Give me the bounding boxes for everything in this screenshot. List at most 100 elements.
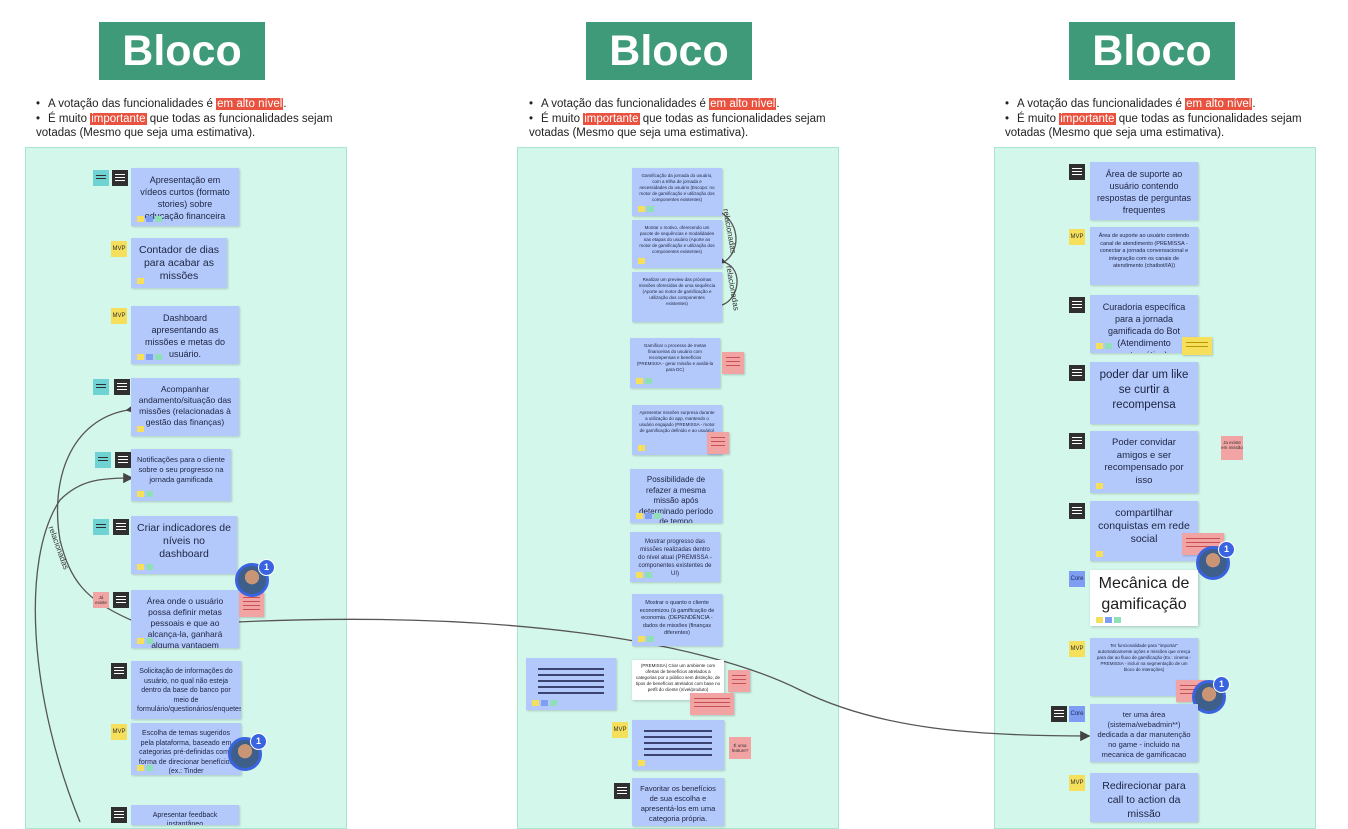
note-text: Gamificação da jornada do usuário, com a… [639,173,715,202]
sticky-note[interactable]: Curadoria específica para a jornada gami… [1090,295,1198,353]
instruction-line: A votação das funcionalidades é em alto … [529,97,829,112]
sticky-note[interactable]: Solicitação de informações do usuário, n… [131,661,241,719]
list-tag [1069,164,1085,180]
note-text: Realizar um preview das próximas missões… [638,277,716,306]
vote-dots [638,760,645,766]
note-text: Área de suporte ao usuário contendo resp… [1096,169,1192,215]
instruction-text: . [283,98,287,110]
vote-dots [638,445,645,451]
comment-sticky[interactable] [728,670,750,692]
instruction-text: A votação das funcionalidades é [1017,98,1186,110]
sticky-note[interactable]: Poder convidar amigos e ser recompensado… [1090,431,1198,493]
sticky-note[interactable]: Gamificar o processo de metas financeira… [630,338,720,388]
bloco-01-title: Bloco 01 [99,22,265,133]
vote-dots [638,206,654,212]
instruction-text: É muito [1017,112,1060,125]
feature-question-tag: É uma feature? [729,737,751,759]
comment-sticky[interactable] [722,352,744,374]
list-tag [113,519,129,535]
comment-sticky[interactable] [1182,337,1212,355]
mvp-tag: MVP [111,724,127,740]
mvp-tag: MVP [111,241,127,257]
comment-count-badge: 1 [1218,541,1235,558]
list-tag [1069,503,1085,519]
core-tag: Core [1069,571,1085,587]
sticky-note[interactable]: Montar o motivo, oferecendo um pacote de… [632,220,722,268]
instruction-line: É muito importante que todas as funciona… [36,112,336,127]
instruction-line: É muito importante que todas as funciona… [529,112,829,127]
list-tag [614,783,630,799]
sticky-note[interactable]: Contador de dias para acabar as missões [131,238,227,288]
note-text: Notificações para o cliente sobre o seu … [137,455,225,484]
highlight-text: importante [90,112,147,125]
vote-dots [137,491,153,497]
list-tag [93,379,109,395]
list-tag [115,452,131,468]
mvp-tag: MVP [1069,641,1085,657]
comment-sticky[interactable] [707,432,729,454]
note-text: Poder convidar amigos e ser recompensado… [1104,437,1184,486]
sticky-note[interactable]: Possibilidade de refazer a mesma missão … [630,469,722,523]
note-text: Escolha de temas sugeridos pela platafor… [138,730,234,775]
vote-dots [638,636,654,642]
instruction-text: É muito [541,112,584,125]
vote-dots [137,564,153,570]
note-text: Gamificar o processo de metas financeira… [636,343,714,372]
note-text: Possibilidade de refazer a mesma missão … [639,475,713,523]
sticky-note[interactable]: Apresentação em vídeos curtos (formato s… [131,168,239,226]
note-text: Montar o motivo, oferecendo um pacote de… [639,225,715,254]
sticky-note[interactable]: Acompanhar andamento/situação das missõe… [131,378,239,436]
sticky-note[interactable]: Área de suporte ao usuário contendo cana… [1090,227,1198,285]
highlight-text: em alto nível [709,98,777,110]
sticky-note[interactable]: Dashboard apresentando as missões e meta… [131,306,239,364]
mvp-tag: MVP [111,308,127,324]
sticky-note[interactable]: poder dar um like se curtir a recompensa [1090,362,1198,424]
sticky-note[interactable]: ter uma área (sistema/webadmin**) dedica… [1090,704,1198,762]
list-tag [1069,433,1085,449]
sticky-note[interactable]: Criar indicadores de níveis no dashboard [131,516,237,574]
note-text: Apresentar missões surpresa durante a ut… [639,410,715,433]
sticky-note[interactable]: Redirecionar para call to action da miss… [1090,773,1198,822]
note-text: Solicitação de informações do usuário, n… [137,668,241,713]
comment-sticky[interactable] [690,693,734,715]
list-tag [93,519,109,535]
sticky-note[interactable] [526,658,616,710]
user-avatar[interactable] [235,563,269,597]
mvp-tag: MVP [1069,229,1085,245]
sticky-note[interactable]: Realizar um preview das próximas missões… [632,272,722,322]
comment-card[interactable]: (PREMISSA) Criar um ambiente com ofertas… [632,660,724,700]
highlight-text: em alto nível [1185,98,1253,110]
sticky-note[interactable]: Gamificação da jornada do usuário, com a… [632,168,722,216]
vote-dots [532,700,557,706]
vote-dots [1096,483,1103,489]
instruction-text: . [1252,98,1256,110]
bloco-02-instructions: A votação das funcionalidades é em alto … [529,97,829,141]
instruction-line: É muito importante que todas as funciona… [1005,112,1305,127]
sticky-note[interactable]: Ter funcionalidade para "importar" autom… [1090,638,1198,696]
sticky-note[interactable]: Escolha de temas sugeridos pela platafor… [131,723,241,775]
vote-dots [636,378,652,384]
sticky-note[interactable]: Mecânica de gamificação [1090,570,1198,626]
note-text: Acompanhar andamento/situação das missõe… [138,384,232,427]
note-text: Área onde o usuário possa definir metas … [146,596,224,648]
sticky-note[interactable]: Mostrar o quanto o cliente economizou (à… [632,594,722,646]
connector-line [236,618,1091,742]
sticky-note[interactable]: Apresentar feedback instantâneo [131,805,239,825]
sticky-note[interactable]: Mostrar progresso das missões realizadas… [630,532,720,582]
vote-dots [137,216,162,222]
note-text: Dashboard apresentando as missões e meta… [144,313,226,359]
sticky-note[interactable]: compartilhar conquistas em rede social [1090,501,1198,561]
list-tag [111,663,127,679]
sticky-note[interactable] [632,720,724,770]
instruction-text: que todas as funcionalidades sejam [639,112,826,125]
sticky-note[interactable]: Área onde o usuário possa definir metas … [131,590,239,648]
sticky-note[interactable]: Área de suporte ao usuário contendo resp… [1090,162,1198,220]
note-text: compartilhar conquistas em rede social [1098,507,1190,545]
sticky-note[interactable]: Notificações para o cliente sobre o seu … [131,449,231,501]
vote-dots [137,354,162,360]
user-avatar[interactable] [228,737,262,771]
instruction-text: A votação das funcionalidades é [48,98,217,110]
sticky-note[interactable]: Favoritar os benefícios de sua escolha e… [632,778,724,826]
note-text: Criar indicadores de níveis no dashboard [137,522,231,560]
list-tag [95,452,111,468]
